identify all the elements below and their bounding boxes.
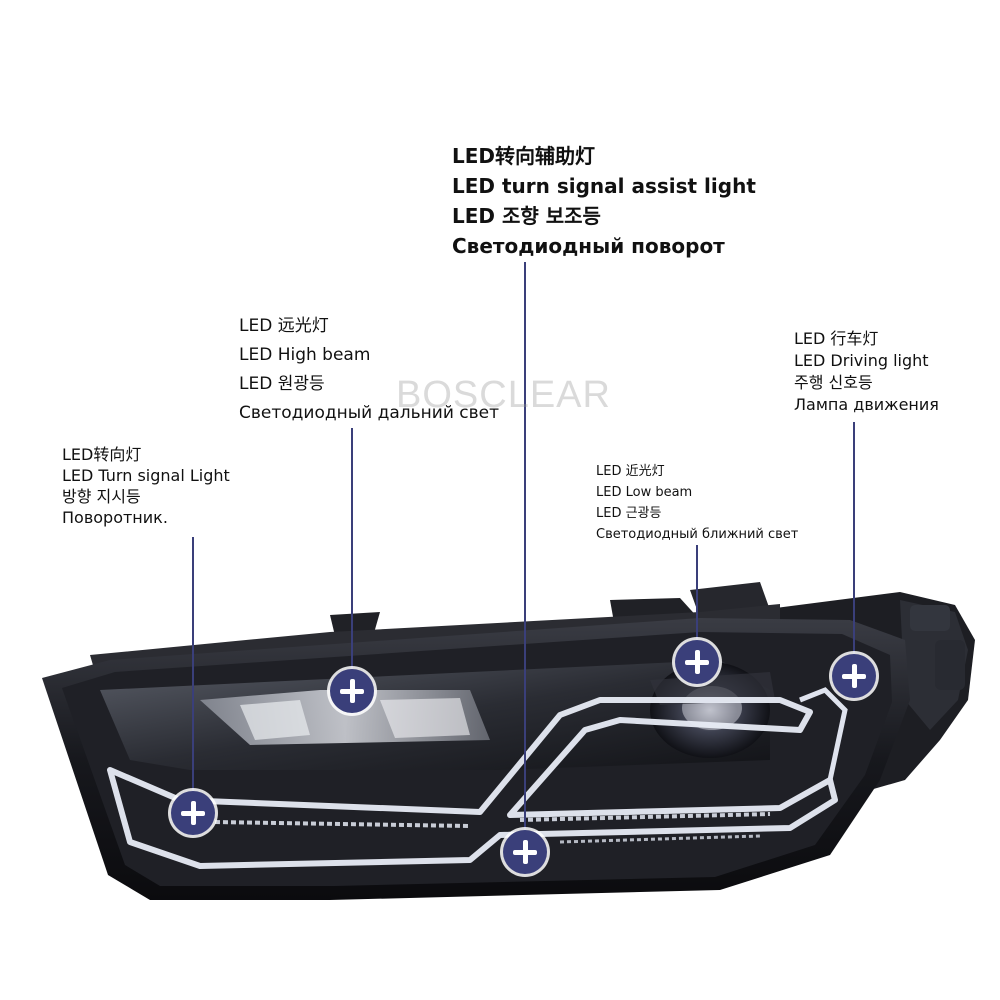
callout-line: LED Driving light	[794, 351, 929, 370]
callout-turn-assist: LED转向辅助灯 LED turn signal assist light LE…	[452, 141, 756, 261]
callout-line: LED转向辅助灯	[452, 144, 596, 168]
watermark: BOSCLEAR	[396, 374, 611, 416]
callout-line: Светодиодный дальний свет	[239, 403, 499, 423]
callout-line: LED 원광등	[239, 374, 325, 394]
callout-line: 방향 지시등	[62, 487, 141, 506]
plus-icon-turn-assist	[503, 830, 547, 874]
plus-icon-high-beam	[330, 669, 374, 713]
callout-line: 주행 신호등	[794, 373, 873, 392]
plus-icon-turn-signal	[171, 791, 215, 835]
callout-high-beam: LED 远光灯 LED High beam LED 원광등 Светодиодн…	[239, 312, 499, 428]
callout-line: LED 远光灯	[239, 316, 329, 336]
callout-line: LED Low beam	[596, 485, 693, 500]
callout-turn-signal: LED转向灯 LED Turn signal Light 방향 지시등 Пово…	[62, 444, 230, 528]
callout-line: LED Turn signal Light	[62, 466, 230, 485]
callout-line: Светодиодный поворот	[452, 234, 725, 258]
callout-line: LED转向灯	[62, 445, 142, 464]
callout-line: Светодиодный ближний свет	[596, 527, 799, 542]
callout-driving-light: LED 行车灯 LED Driving light 주행 신호등 Лампа д…	[794, 328, 939, 416]
callout-line: LED 近光灯	[596, 464, 665, 479]
callout-line: LED 行车灯	[794, 329, 879, 348]
callout-line: Поворотник.	[62, 508, 168, 527]
callout-line: Лампа движения	[794, 395, 939, 414]
callout-line: LED turn signal assist light	[452, 174, 756, 198]
plus-icon-low-beam	[675, 640, 719, 684]
drl-strip	[107, 697, 838, 869]
callout-line: LED 근광등	[596, 506, 662, 521]
callout-line: LED 조향 보조등	[452, 204, 601, 228]
plus-icon-driving-light	[832, 654, 876, 698]
callout-low-beam: LED 近光灯 LED Low beam LED 근광등 Светодиодны…	[596, 461, 798, 545]
callout-line: LED High beam	[239, 345, 371, 365]
